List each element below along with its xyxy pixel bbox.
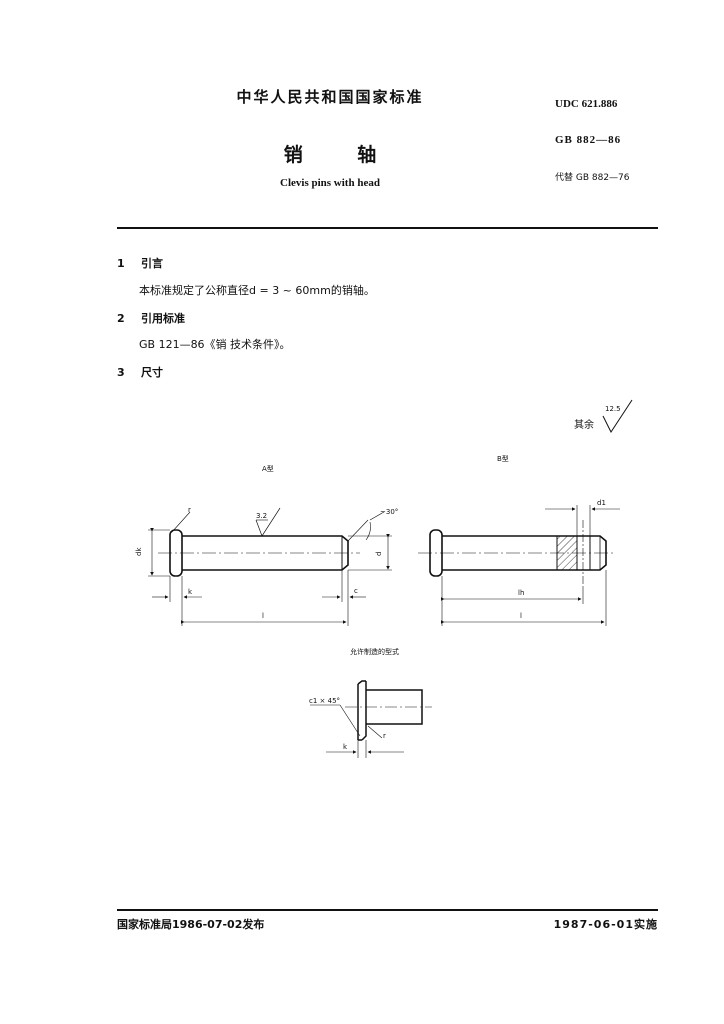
roughness-rest-label: 其余	[574, 420, 594, 431]
label-r-alt: r	[383, 732, 386, 740]
roughness-rest-value: 12.5	[605, 405, 621, 413]
alt-form-caption: 允许制造的型式	[350, 648, 399, 656]
label-roughness-3-2: 3.2	[256, 512, 267, 520]
section-number: 2	[117, 312, 125, 325]
dim-l: l	[262, 612, 264, 620]
roughness-symbol-icon	[602, 399, 633, 434]
dim-d: d	[375, 552, 383, 556]
header-divider	[117, 227, 658, 229]
alt-form-drawing: c1 × 45° r k	[309, 680, 432, 758]
standard-number: GB 882—86	[555, 134, 622, 146]
section-title: 引用标准	[141, 312, 185, 325]
section-title: 尺寸	[141, 366, 163, 379]
label-chamfer-angle: ~30°	[380, 508, 398, 516]
issuing-organization: 中华人民共和国国家标准	[236, 88, 424, 106]
footer-divider	[117, 909, 658, 911]
section-2-body: GB 121—86《销 技术条件》。	[139, 338, 291, 351]
effective-date: 1987-06-01实施	[553, 918, 658, 931]
issue-date: 国家标准局1986-07-02发布	[117, 918, 265, 931]
udc-code: UDC 621.886	[555, 98, 618, 110]
dim-k: k	[188, 588, 193, 596]
type-a-drawing: dk d r 3.2 ~30° k c l	[135, 506, 398, 626]
dim-lh: lh	[518, 589, 524, 597]
section-3-heading: 3 尺寸	[117, 364, 163, 380]
type-a-caption: A型	[262, 465, 274, 473]
section-number: 3	[117, 366, 125, 379]
document-title-en: Clevis pins with head	[280, 177, 380, 189]
dim-l-b: l	[520, 612, 522, 620]
section-1-heading: 1 引言	[117, 255, 163, 271]
replaces-standard: 代替 GB 882—76	[555, 173, 630, 183]
dim-d1: d1	[597, 499, 606, 507]
dim-k-alt: k	[343, 743, 348, 751]
label-chamfer-c1: c1 × 45°	[309, 697, 340, 705]
label-r: r	[188, 506, 191, 514]
type-b-drawing: d1 lh l	[418, 499, 620, 626]
section-1-body: 本标准规定了公称直径d = 3 ~ 60mm的销轴。	[139, 284, 375, 297]
type-b-caption: B型	[497, 455, 509, 463]
section-number: 1	[117, 257, 125, 270]
dim-c: c	[354, 587, 358, 595]
dim-dk: dk	[135, 547, 143, 556]
section-title: 引言	[141, 257, 163, 270]
section-2-heading: 2 引用标准	[117, 310, 185, 326]
document-title-cn: 销 轴	[283, 144, 377, 166]
